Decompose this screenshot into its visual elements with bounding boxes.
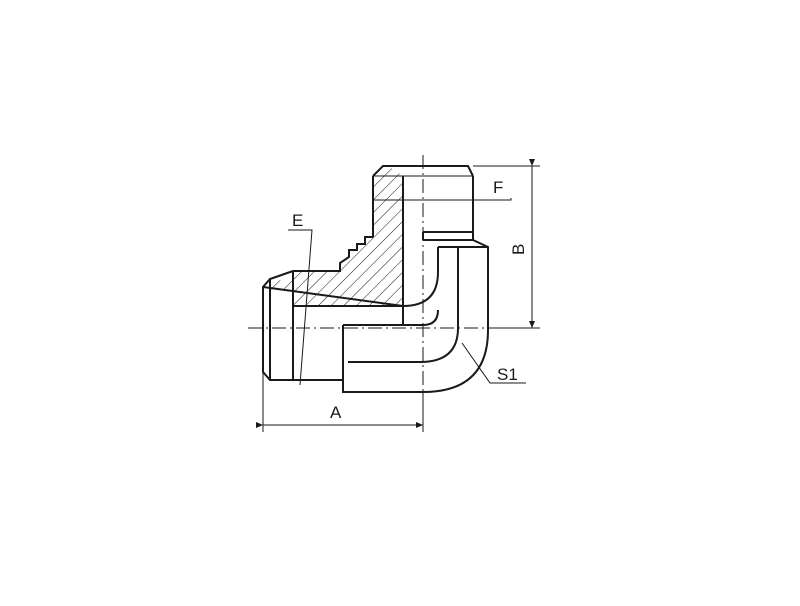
label-b: B <box>509 244 528 255</box>
leader-f: F <box>373 178 512 201</box>
leader-e: E <box>288 211 313 386</box>
label-f: F <box>493 178 503 197</box>
dimension-a: A <box>256 372 424 432</box>
label-e: E <box>292 211 303 230</box>
section-hatch <box>268 166 403 306</box>
step-thread <box>293 236 373 272</box>
label-a: A <box>330 403 342 422</box>
leader-s1: S1 <box>461 342 526 384</box>
upper-port <box>372 165 474 306</box>
elbow-body <box>342 239 489 393</box>
label-s1: S1 <box>497 365 518 384</box>
dimension-b: B <box>473 159 540 329</box>
